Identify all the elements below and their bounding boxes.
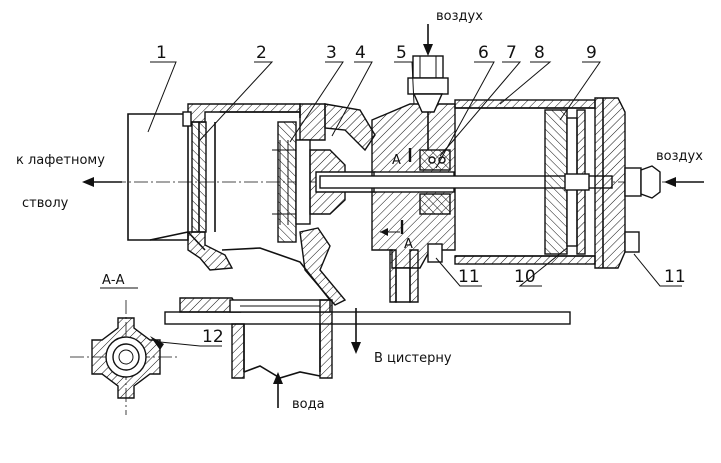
part-number-5: 5	[396, 43, 407, 63]
air-top-arrowhead	[423, 44, 433, 56]
part-number-8: 8	[534, 43, 545, 63]
part-numbers: 1 2 3 4 5 6 7 8 9 10 11 11 12	[156, 43, 686, 347]
part-number-10: 10	[514, 267, 536, 287]
part-number-3: 3	[326, 43, 337, 63]
valve-disc	[272, 121, 311, 243]
section-a-a-view	[70, 287, 180, 415]
air-top-label: воздух	[436, 9, 483, 24]
air-right-arrowhead	[664, 177, 676, 187]
part-number-4: 4	[355, 43, 366, 63]
water-arrowhead	[273, 372, 283, 384]
right-air-fitting	[624, 165, 661, 199]
part-number-12: 12	[202, 327, 224, 347]
water-label: вода	[292, 397, 325, 412]
flow-arrows	[82, 24, 704, 408]
piston	[544, 109, 590, 255]
section-mark-upper: А	[392, 153, 401, 168]
part-number-2: 2	[256, 43, 267, 63]
air-right-label: воздух	[656, 149, 703, 164]
to-tank-label: В цистерну	[374, 351, 452, 366]
leader-lines	[147, 61, 682, 347]
part-number-11-right: 11	[664, 267, 686, 287]
outlet-nozzle-body	[127, 103, 301, 271]
part-number-6: 6	[478, 43, 489, 63]
to-tank-arrowhead	[351, 342, 361, 354]
end-cap	[427, 97, 640, 269]
part-number-9: 9	[586, 43, 597, 63]
to-barrel-label-line2: стволу	[22, 196, 69, 211]
pipes	[231, 299, 333, 379]
labels: воздух воздух к лафетному стволу В цисте…	[16, 9, 703, 412]
base-plate	[164, 297, 571, 325]
section-marks	[380, 148, 412, 236]
section-mark-lower: А	[404, 237, 413, 252]
suction-chamber	[220, 103, 376, 306]
gland-seal	[419, 149, 451, 215]
part-number-11-left: 11	[458, 267, 480, 287]
part-number-1: 1	[156, 43, 167, 63]
section-a-a-label: А-А	[102, 273, 125, 288]
flange-ring	[191, 121, 216, 233]
part-number-7: 7	[506, 43, 517, 63]
top-air-fitting	[407, 55, 449, 150]
to-barrel-arrowhead	[82, 177, 94, 187]
to-barrel-label-line1: к лафетному	[16, 153, 105, 168]
